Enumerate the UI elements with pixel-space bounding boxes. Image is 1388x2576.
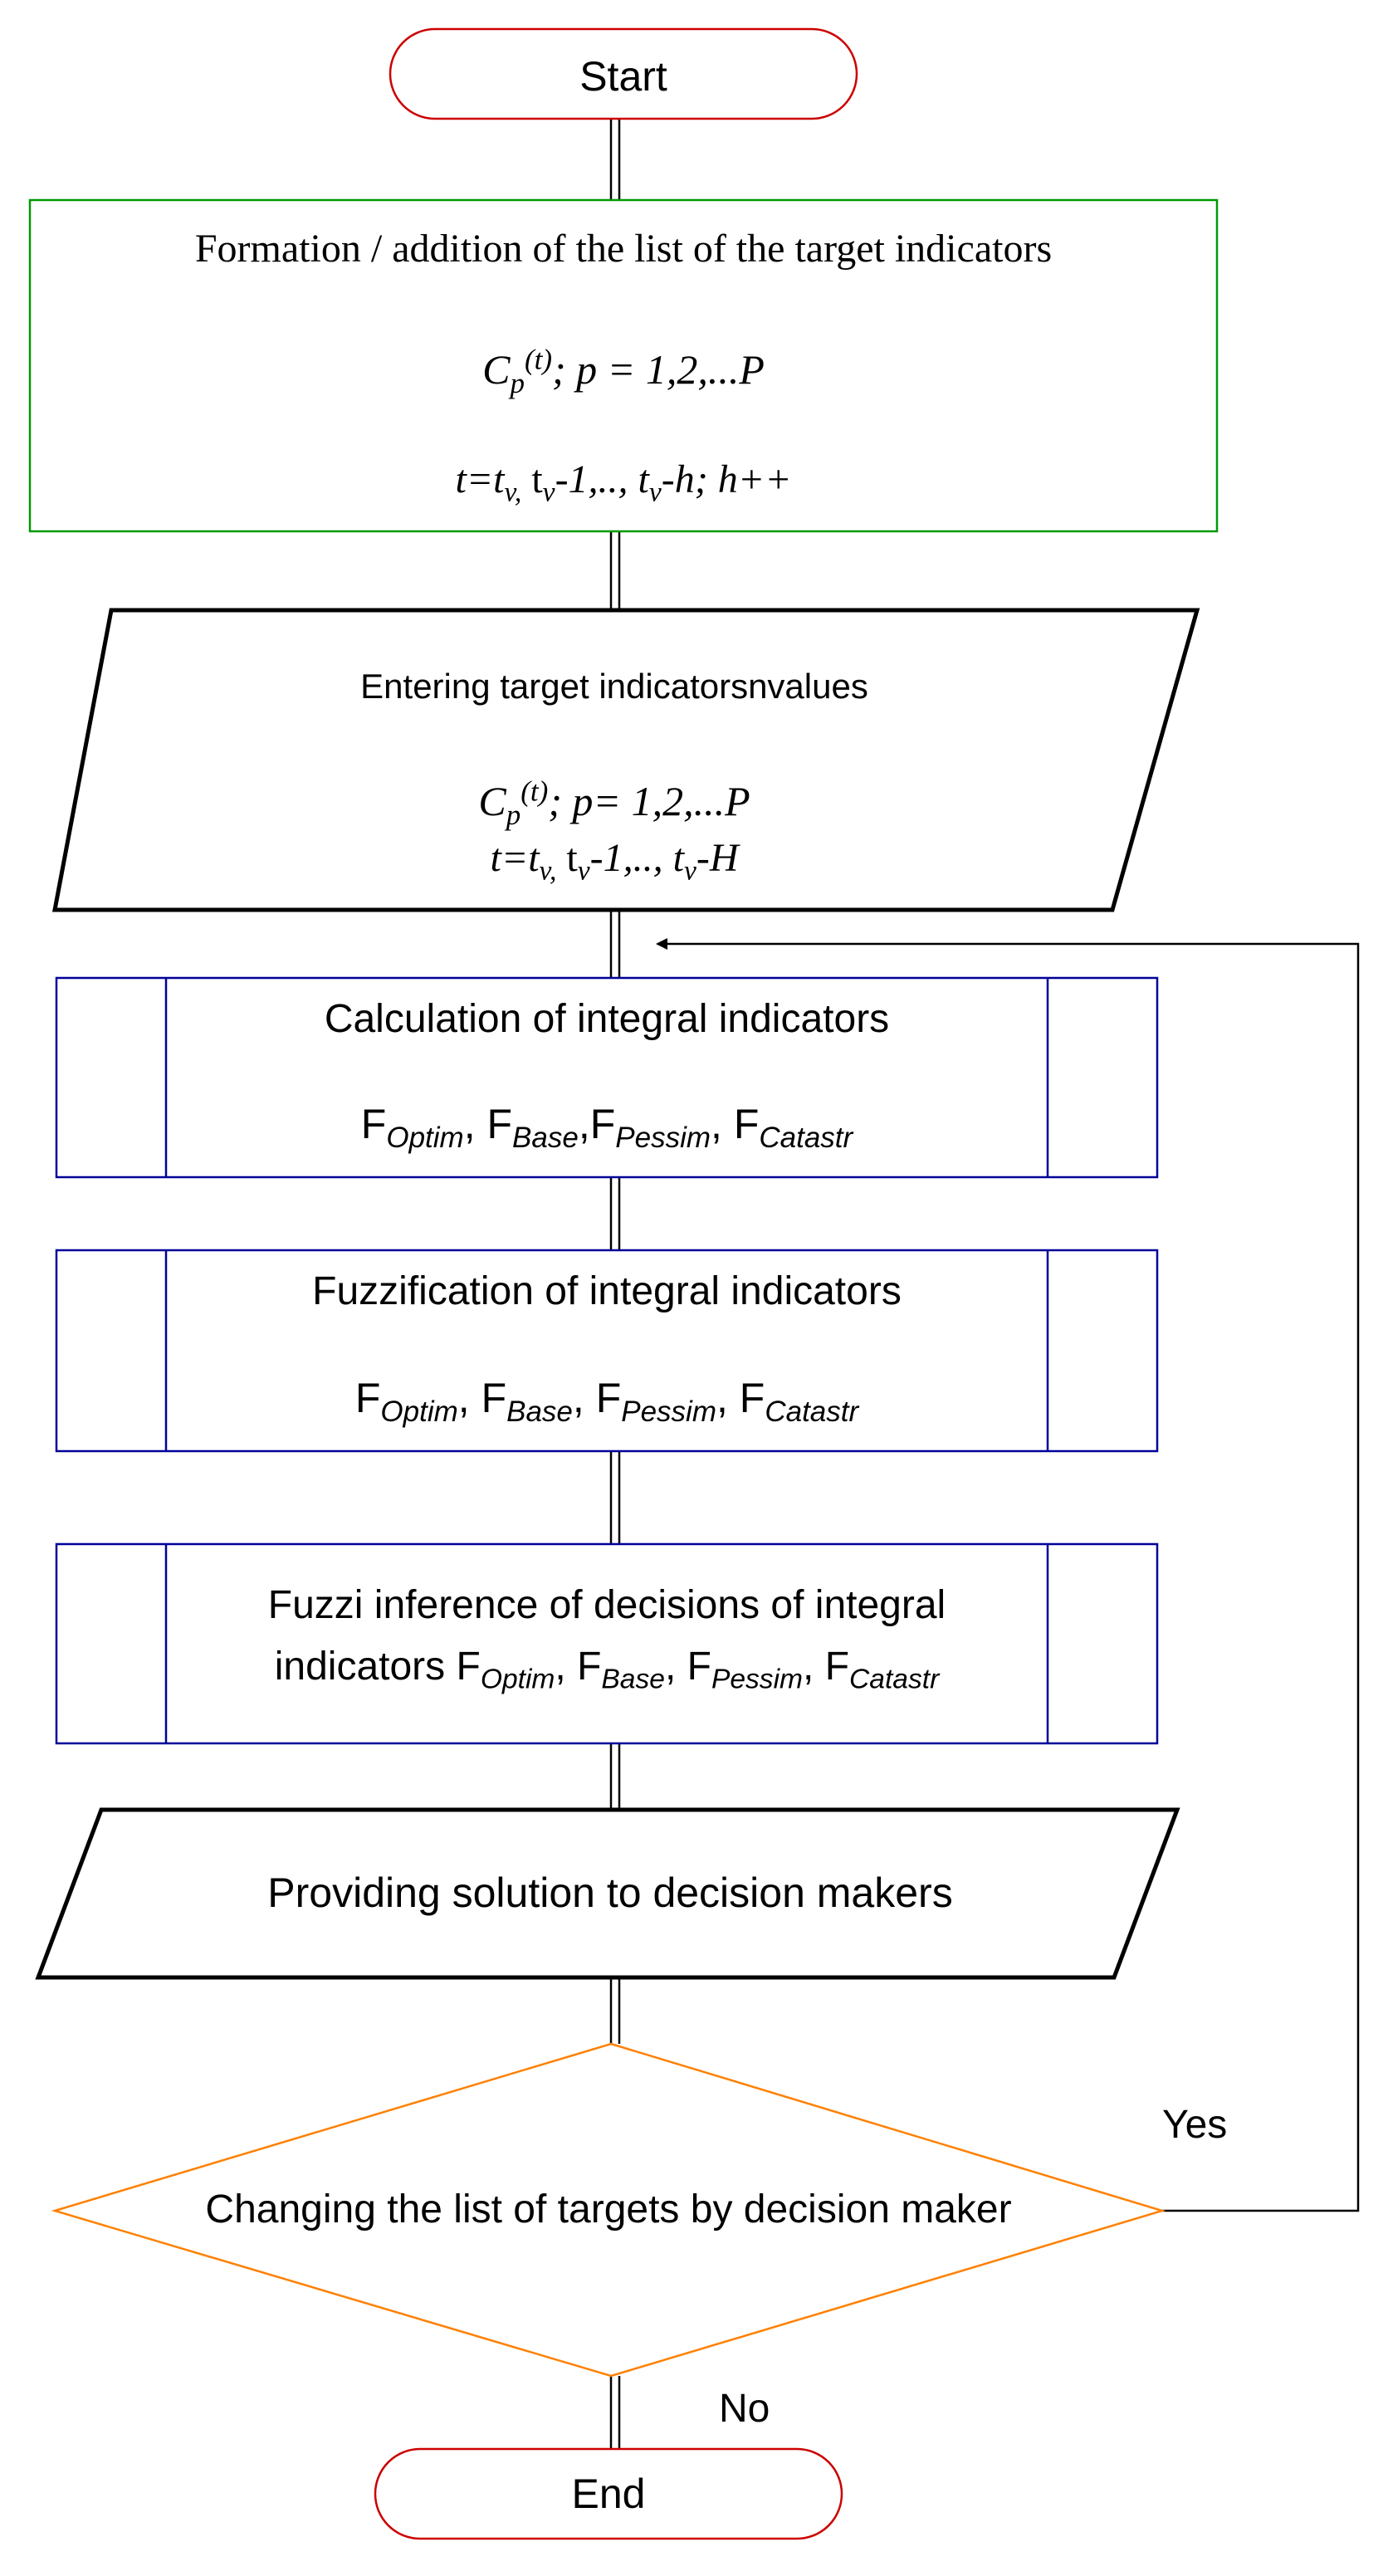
calculation-predefined-process: [55, 976, 1159, 1179]
connector-calculation-to-fuzzification: [609, 1177, 621, 1250]
fuzzification-indicators: FOptim, FBase, FPessim, FCatastr: [166, 1371, 1048, 1439]
indicator-pessim: FPessim,: [687, 1645, 825, 1695]
fuzzification-predefined-process: [55, 1249, 1159, 1453]
indicator-optim: FOptim,: [456, 1645, 578, 1695]
decision-no-label: No: [719, 2387, 770, 2431]
inference-title-line2: indicators FOptim, FBase, FPessim, FCata…: [274, 1645, 940, 1695]
decision-diamond: [51, 2042, 1166, 2378]
formation-title: Formation / addition of the list of the …: [194, 227, 1053, 271]
connector-start-to-formation: [609, 119, 621, 200]
entering-io-shape: [51, 608, 1200, 912]
indicator-base: FBase,: [481, 1375, 596, 1428]
connector-decision-to-end: [609, 2376, 621, 2449]
formation-formula: Cp(t); p = 1,2,...P: [482, 343, 765, 399]
calculation-indicators: FOptim, FBase,FPessim, FCatastr: [166, 1097, 1048, 1165]
indicator-base: FBase,: [486, 1101, 590, 1154]
yes-feedback-arrow: [656, 938, 1360, 2212]
connector-inference-to-providing: [609, 1743, 621, 1810]
indicator-base: FBase,: [577, 1645, 687, 1695]
inference-predefined-process: [55, 1542, 1159, 1745]
start-label: Start: [579, 53, 667, 100]
end-terminator: [374, 2447, 843, 2540]
providing-io-shape: [35, 1807, 1180, 1980]
entering-title: Entering target indicatorsnvalues: [360, 667, 868, 706]
calculation-title: Calculation of integral indicators: [324, 997, 890, 1041]
entering-time-range: t=tv, tv-1,.., tv-H: [490, 836, 739, 887]
indicator-optim: FOptim,: [360, 1101, 487, 1154]
connector-fuzzification-to-inference: [609, 1451, 621, 1544]
formation-time-range: t=tv, tv-1,.., tv-h; h++: [455, 457, 792, 508]
connector-entering-to-calculation: [609, 910, 621, 978]
decision-yes-label: Yes: [1162, 2103, 1228, 2147]
inference-title-line1: Fuzzi inference of decisions of integral: [267, 1583, 946, 1627]
formation-process-box: [28, 198, 1219, 533]
start-terminator: [389, 27, 858, 120]
indicator-optim: FOptim,: [354, 1375, 481, 1428]
providing-title: Providing solution to decision makers: [267, 1870, 953, 1916]
indicator-pessim: FPessim,: [589, 1101, 734, 1154]
end-label: End: [571, 2471, 646, 2517]
connector-formation-to-entering: [609, 531, 621, 610]
entering-formula: Cp(t); p= 1,2,...P: [478, 775, 750, 831]
indicator-pessim: FPessim,: [595, 1375, 740, 1428]
indicator-catastr: FCatastr: [733, 1101, 853, 1154]
indicator-catastr: FCatastr: [824, 1645, 940, 1695]
fuzzification-title: Fuzzification of integral indicators: [312, 1269, 902, 1313]
indicator-catastr: FCatastr: [739, 1375, 859, 1428]
connector-providing-to-decision: [609, 1977, 621, 2044]
decision-question: Changing the list of targets by decision…: [205, 2187, 1012, 2231]
